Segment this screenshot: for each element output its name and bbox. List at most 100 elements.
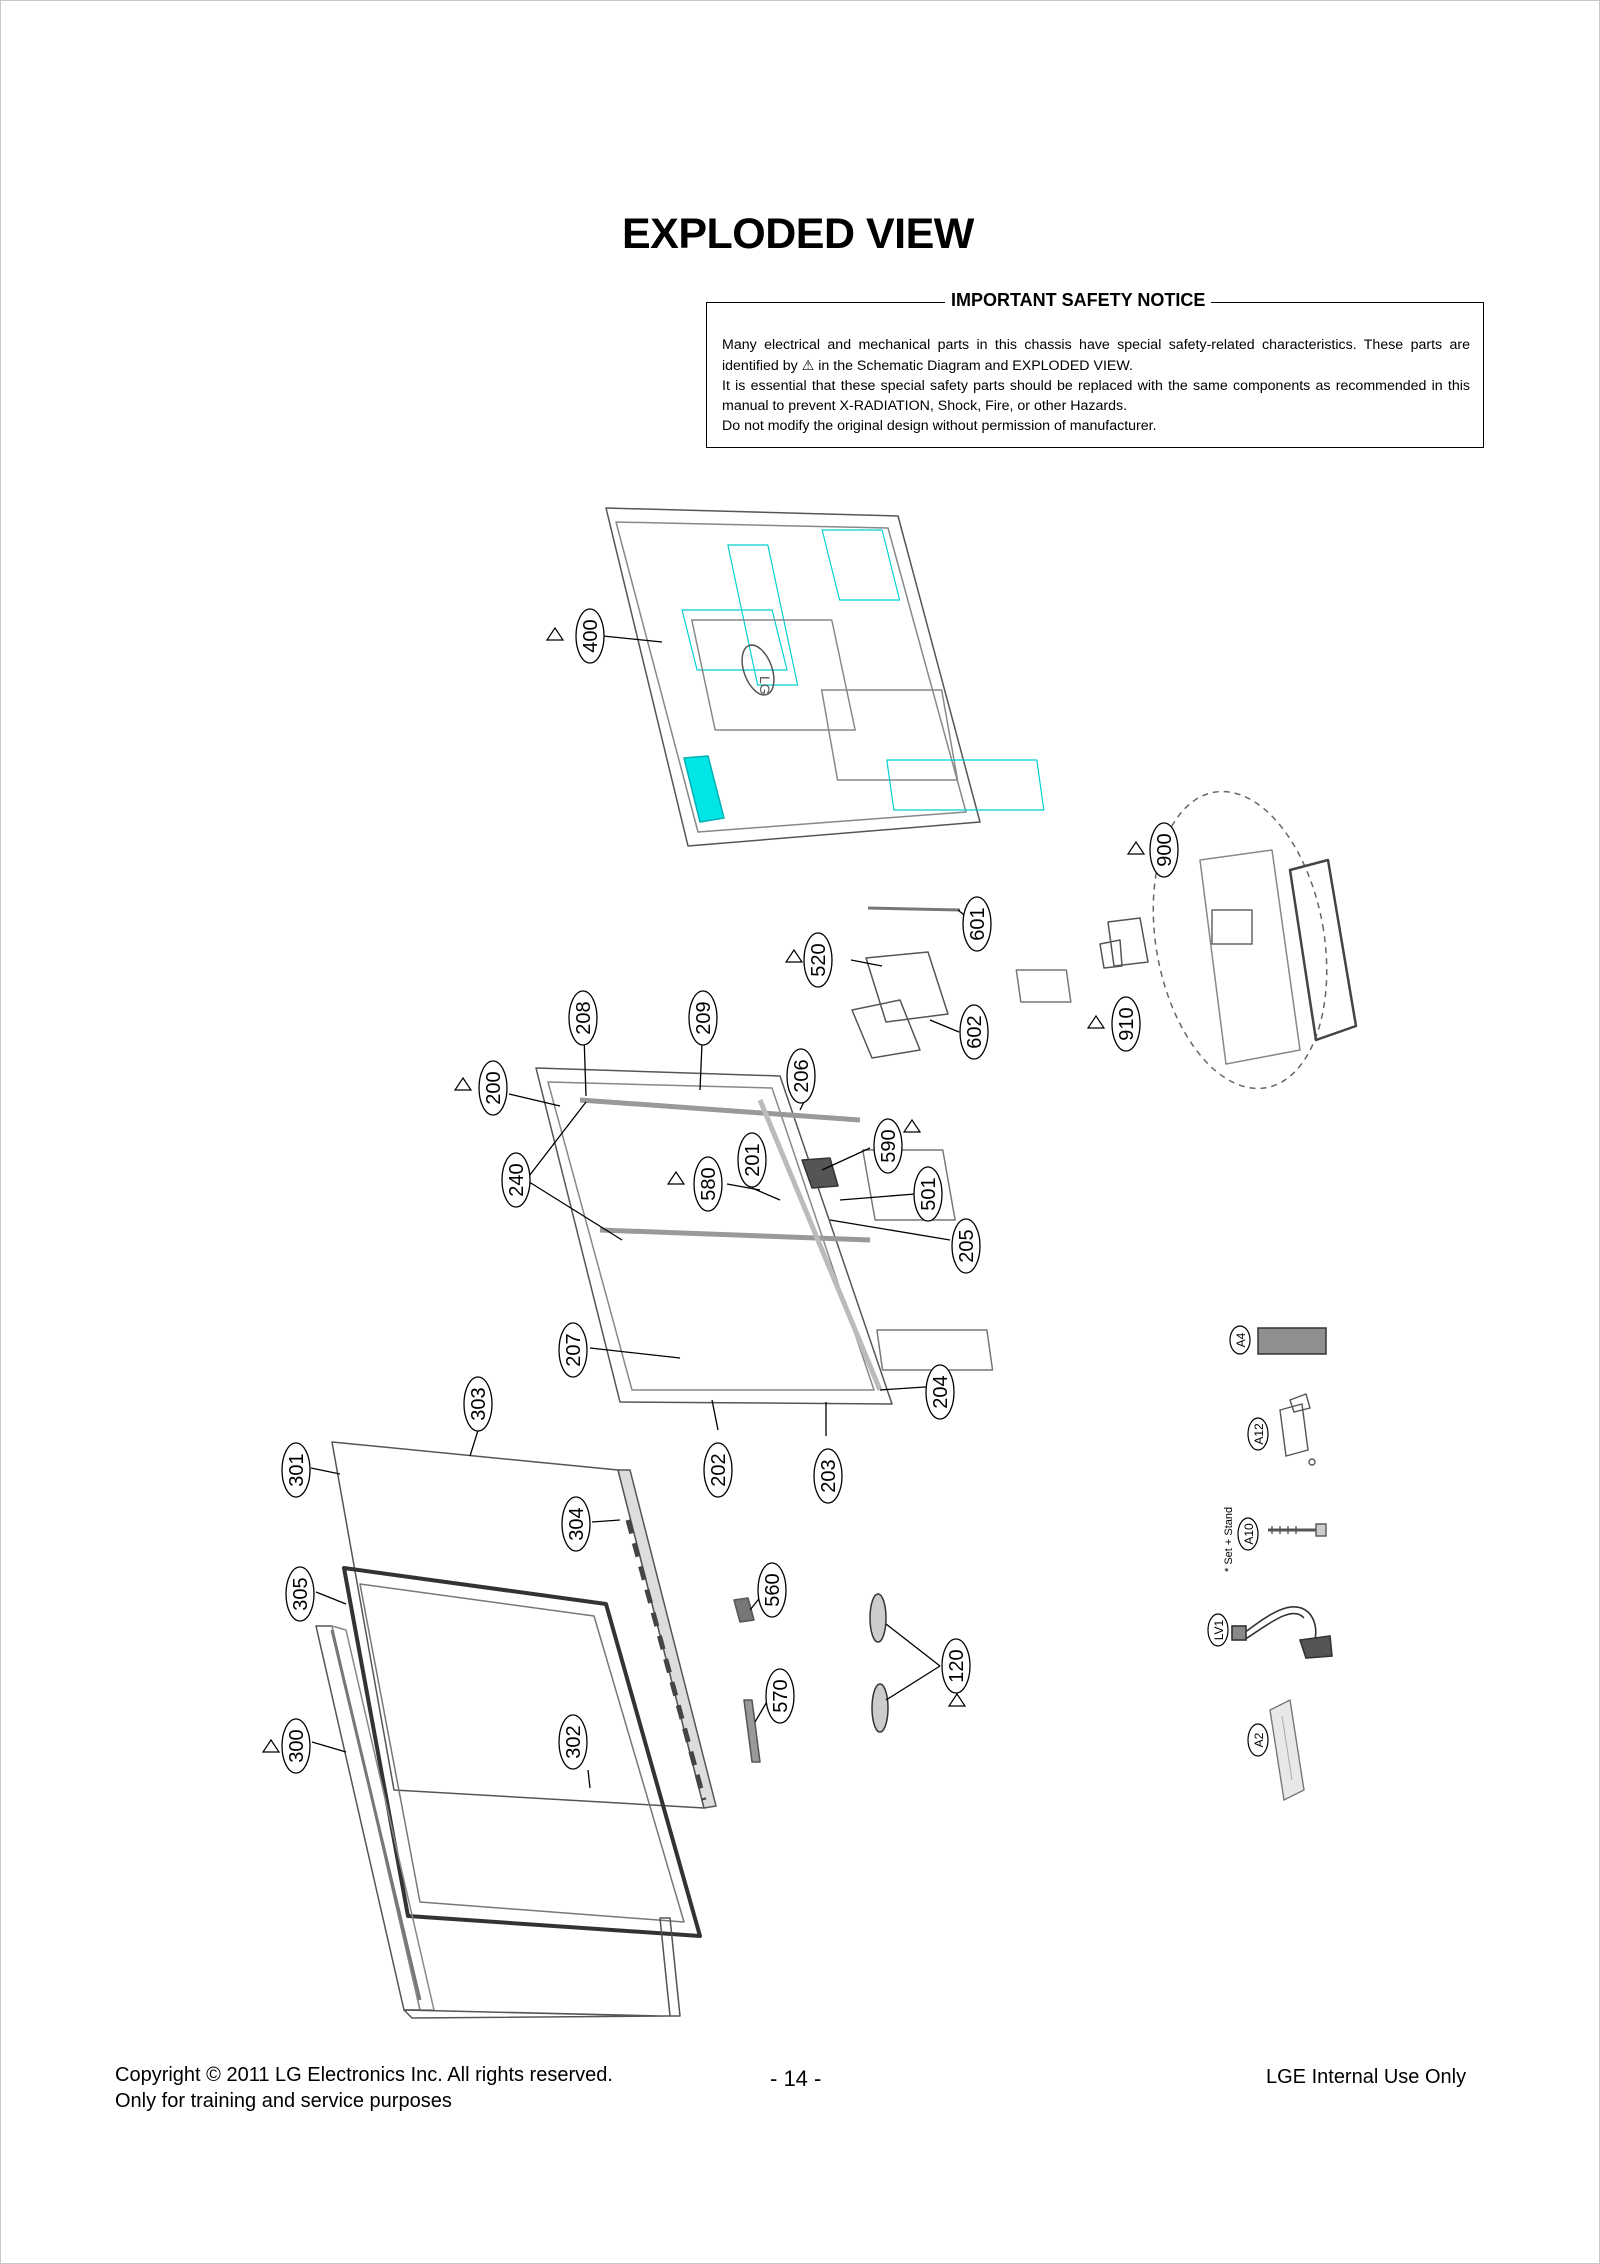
callout-label: 302 <box>563 1725 585 1758</box>
page-number: - 14 - <box>770 2066 822 2091</box>
footer-purpose: Only for training and service purposes <box>115 2090 452 2112</box>
callout-label: 201 <box>742 1143 764 1176</box>
gasket-part <box>342 1566 702 1938</box>
warning-triangle-icon <box>1126 840 1146 855</box>
callout-560: 560 <box>757 1562 787 1618</box>
callout-lv1: LV1 <box>1207 1613 1229 1647</box>
callout-120: 120 <box>941 1638 971 1694</box>
callout-label: A12 <box>1252 1423 1266 1445</box>
callout-group: 400 900 601 520 602 910 208 209 <box>281 608 1179 1774</box>
callout-601: 601 <box>962 896 992 952</box>
a2-remote-control-part <box>1269 1698 1305 1802</box>
a12-bracket-part <box>1279 1393 1316 1466</box>
callout-910: 910 <box>1111 996 1141 1052</box>
warning-triangle-icon <box>666 1170 686 1185</box>
callout-303: 303 <box>463 1376 493 1432</box>
a10-screw-part <box>1268 1523 1327 1537</box>
callout-400: 400 <box>575 608 605 664</box>
callout-570: 570 <box>765 1668 795 1724</box>
callout-label: 570 <box>770 1679 792 1712</box>
a10-note: * Set + Stand <box>1223 1507 1235 1572</box>
callout-label: 501 <box>918 1177 940 1210</box>
callout-label: 300 <box>286 1729 308 1762</box>
callout-302: 302 <box>558 1714 588 1770</box>
callout-label: A2 <box>1252 1732 1266 1747</box>
callout-580: 580 <box>693 1156 723 1212</box>
callout-label: 202 <box>708 1453 730 1486</box>
leader-lines <box>310 635 976 1789</box>
callout-205: 205 <box>951 1218 981 1274</box>
small-parts <box>733 1593 889 1763</box>
callout-520: 520 <box>803 932 833 988</box>
callout-label: 205 <box>956 1229 978 1262</box>
callout-label: 560 <box>762 1573 784 1606</box>
callout-240: 240 <box>501 1152 531 1208</box>
callout-203: 203 <box>813 1448 843 1504</box>
callout-301: 301 <box>281 1442 311 1498</box>
callout-300: 300 <box>281 1718 311 1774</box>
footer-internal-use: LGE Internal Use Only <box>1266 2066 1467 2088</box>
callout-label: 206 <box>791 1059 813 1092</box>
stand-part <box>1099 790 1358 1090</box>
safety-notice-line1-pre: Many electrical and mechanical parts in … <box>722 337 1470 374</box>
lv1-cable-part <box>1231 1606 1333 1659</box>
callout-209: 209 <box>688 990 718 1046</box>
callout-207: 207 <box>558 1322 588 1378</box>
callout-label: 900 <box>1154 833 1176 866</box>
callout-label: 303 <box>468 1387 490 1420</box>
callout-900: 900 <box>1149 822 1179 878</box>
chassis-frame-part <box>535 1067 994 1405</box>
back-cover-part: LG <box>605 507 1045 847</box>
callout-305: 305 <box>285 1566 315 1622</box>
callout-label: 910 <box>1116 1007 1138 1040</box>
callout-204: 204 <box>925 1364 955 1420</box>
warning-triangle-icon: ⚠ <box>801 357 815 373</box>
callout-206: 206 <box>786 1048 816 1104</box>
callout-label: 120 <box>946 1649 968 1682</box>
warning-triangle-icon <box>947 1692 967 1707</box>
a4-part <box>1257 1327 1327 1355</box>
callout-label: A10 <box>1242 1523 1256 1545</box>
front-cabinet-part <box>315 1625 681 2019</box>
safety-notice-paragraph: Many electrical and mechanical parts in … <box>722 335 1470 376</box>
safety-notice-body: Many electrical and mechanical parts in … <box>722 335 1470 436</box>
callout-label: A4 <box>1234 1332 1248 1347</box>
callout-label: 209 <box>693 1001 715 1034</box>
callout-label: 200 <box>483 1071 505 1104</box>
lg-logo-text: LG <box>757 676 773 695</box>
callout-602: 602 <box>959 1004 989 1060</box>
footer-copyright: Copyright © 2011 LG Electronics Inc. All… <box>115 2064 613 2086</box>
lcd-panel-part <box>331 1441 717 1809</box>
accessories-column: A4 A12 * Set + Stand A10 LV1 <box>1207 1325 1333 1802</box>
warning-triangle-icon <box>1086 1014 1106 1029</box>
page-title: EXPLODED VIEW <box>622 210 974 258</box>
callout-201: 201 <box>737 1132 767 1188</box>
safety-notice-line3: Do not modify the original design withou… <box>722 418 1157 434</box>
callout-label: 580 <box>698 1167 720 1200</box>
safety-notice-title: IMPORTANT SAFETY NOTICE <box>945 290 1212 311</box>
callout-200: 200 <box>478 1060 508 1116</box>
callout-label: 602 <box>964 1015 986 1048</box>
callout-304: 304 <box>561 1496 591 1552</box>
callout-label: 203 <box>818 1459 840 1492</box>
warning-triangle-icon <box>545 626 565 641</box>
callout-208: 208 <box>568 990 598 1046</box>
callout-label: 240 <box>506 1163 528 1196</box>
callout-label: LV1 <box>1212 1619 1226 1640</box>
safety-notice-line2: It is essential that these special safet… <box>722 378 1470 414</box>
warning-triangle-icon <box>453 1076 473 1091</box>
callout-501: 501 <box>913 1166 943 1222</box>
warning-triangle-icon <box>784 948 804 963</box>
safety-notice-line1-post: in the Schematic Diagram and EXPLODED VI… <box>818 358 1133 374</box>
callout-202: 202 <box>703 1442 733 1498</box>
callout-a4: A4 <box>1229 1325 1251 1355</box>
callout-label: 304 <box>566 1507 588 1540</box>
callout-a12: A12 <box>1247 1417 1269 1451</box>
callout-label: 520 <box>808 943 830 976</box>
callout-label: 208 <box>573 1001 595 1034</box>
warning-triangle-icon <box>261 1738 281 1753</box>
callout-590: 590 <box>873 1118 903 1174</box>
warning-triangle-icons <box>261 626 1146 1753</box>
callout-a10: A10 <box>1237 1517 1259 1551</box>
